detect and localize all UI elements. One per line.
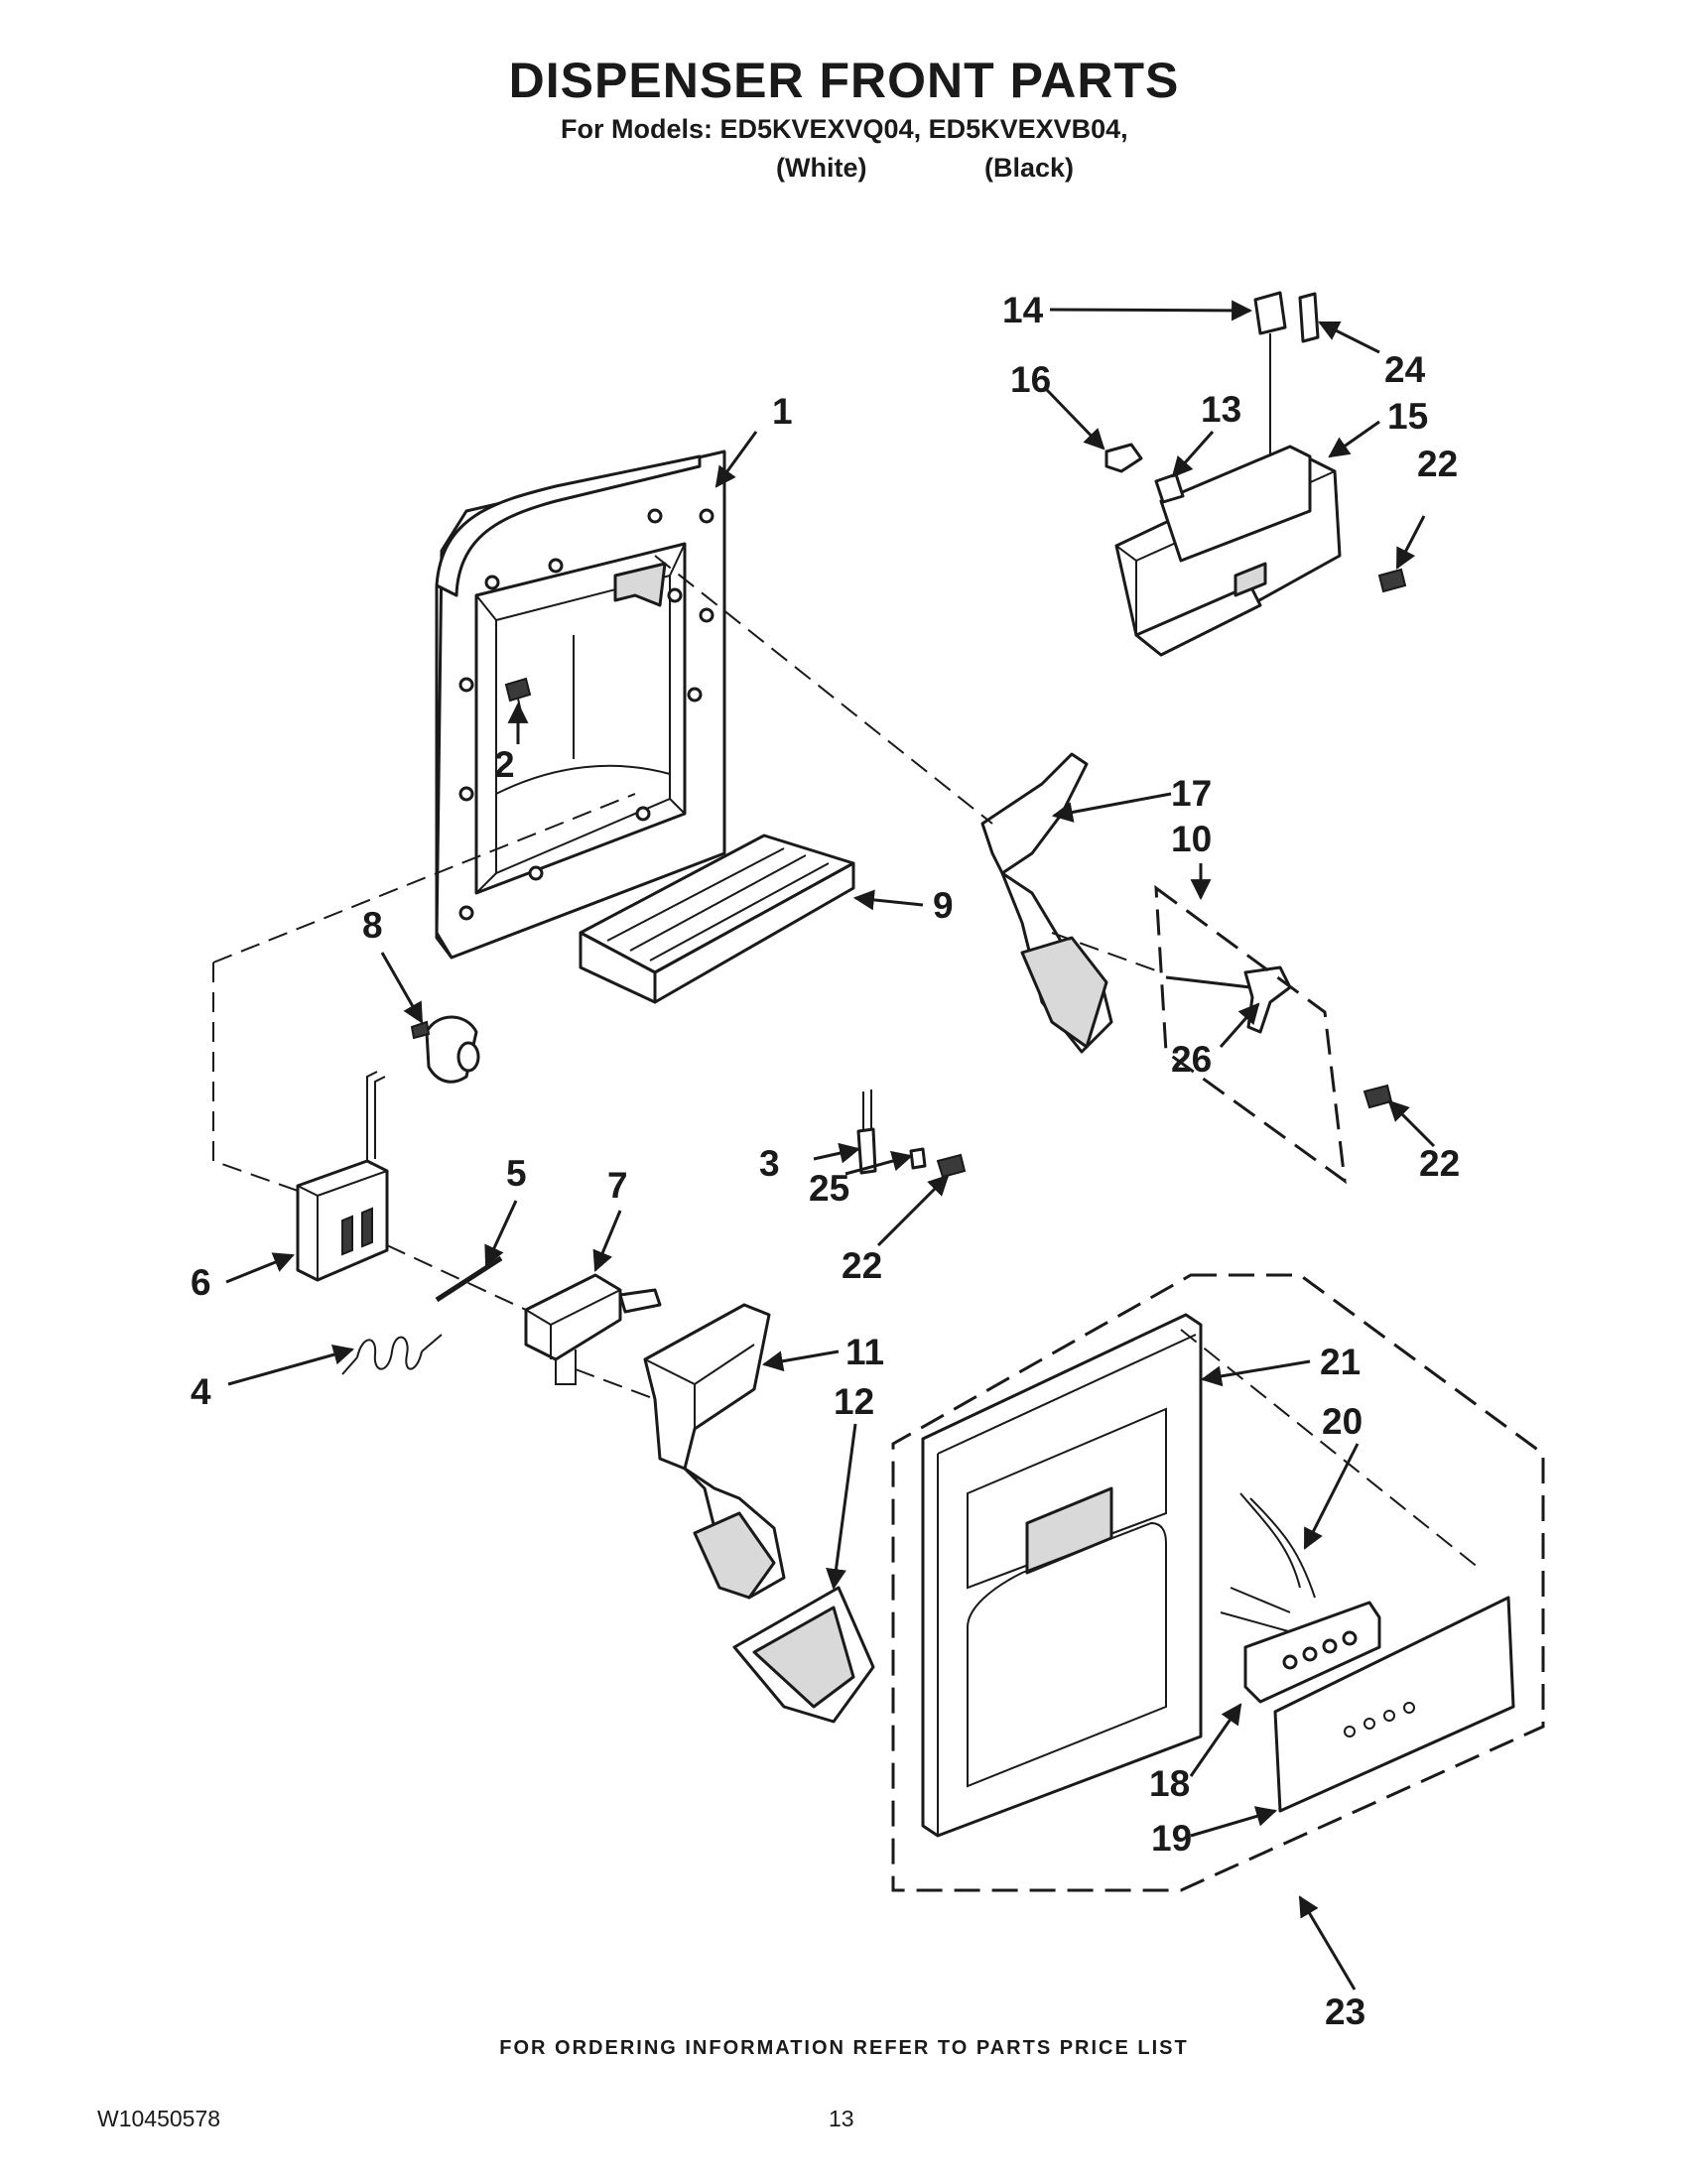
ice-paddle-bracket-part: [643, 1303, 786, 1600]
alignment-lines: [212, 555, 1480, 1569]
callout-21: 21: [1320, 1342, 1361, 1382]
micro-lever-part: [1165, 965, 1292, 1034]
housing-screw-part: [1377, 568, 1407, 593]
callout-20: 20: [1322, 1401, 1363, 1442]
face-panel-part: [921, 1313, 1203, 1838]
callout-leaders: [225, 300, 1436, 1991]
callout-14: 14: [1002, 290, 1044, 330]
callout-22-top: 22: [1417, 444, 1458, 484]
spring-part: [341, 1334, 443, 1375]
drip-tray-part: [579, 834, 855, 1004]
bulb-part: [1104, 443, 1143, 473]
callout-7: 7: [607, 1165, 628, 1206]
overlay-label-part: [1273, 1596, 1515, 1813]
variant-white-label: (White): [776, 153, 867, 183]
callout-23: 23: [1325, 1991, 1365, 2032]
callout-5: 5: [506, 1153, 527, 1194]
callout-10: 10: [1171, 819, 1212, 859]
callout-8: 8: [362, 905, 383, 946]
control-board-part: [1243, 1601, 1381, 1704]
panel-assembly-boundary: [891, 1273, 1545, 1892]
document-number: W10450578: [97, 2106, 221, 2131]
mount-screw-mid-part: [936, 1153, 967, 1179]
callout-26: 26: [1171, 1039, 1212, 1080]
callout-13: 13: [1201, 389, 1241, 430]
callout-22-right: 22: [1419, 1143, 1460, 1184]
callout-2: 2: [494, 744, 515, 785]
module-box-part: [296, 1071, 389, 1282]
variant-black-label: (Black): [984, 153, 1075, 183]
lever-group-boundary: [1154, 884, 1347, 1185]
water-paddle-part: [980, 752, 1113, 1054]
callout-15: 15: [1387, 396, 1428, 437]
callout-22-mid: 22: [842, 1245, 882, 1286]
callout-16: 16: [1010, 359, 1051, 400]
valve-housing-part: [1114, 445, 1342, 657]
ice-chute-part: [732, 1586, 875, 1724]
callout-12: 12: [834, 1381, 874, 1422]
page-title: DISPENSER FRONT PARTS: [508, 53, 1180, 108]
page-number: 13: [829, 2106, 854, 2131]
socket-part: [1154, 472, 1185, 504]
callout-25: 25: [809, 1168, 849, 1209]
callout-4: 4: [191, 1371, 211, 1412]
micro-switch-part: [1253, 291, 1287, 456]
models-line: For Models: ED5KVEXVQ04, ED5KVEXVB04,: [561, 114, 1128, 144]
housing-frame-part: [435, 450, 726, 960]
callout-19: 19: [1151, 1818, 1192, 1859]
ordering-note: FOR ORDERING INFORMATION REFER TO PARTS …: [499, 2037, 1189, 2059]
callout-11: 11: [845, 1332, 884, 1372]
callout-17: 17: [1171, 773, 1212, 814]
solenoid-part: [410, 1015, 480, 1084]
wire-harness-part: [1220, 1492, 1316, 1638]
callout-18: 18: [1149, 1763, 1190, 1804]
callout-1: 1: [772, 391, 793, 432]
pin-part: [435, 1255, 503, 1303]
insulator-part: [1298, 292, 1320, 343]
callout-24: 24: [1384, 349, 1426, 390]
callout-3: 3: [759, 1143, 780, 1184]
mount-screw-right-part: [1363, 1084, 1393, 1109]
callout-9: 9: [933, 885, 954, 926]
callout-6: 6: [191, 1262, 211, 1303]
lever-bracket-part: [524, 1273, 662, 1385]
